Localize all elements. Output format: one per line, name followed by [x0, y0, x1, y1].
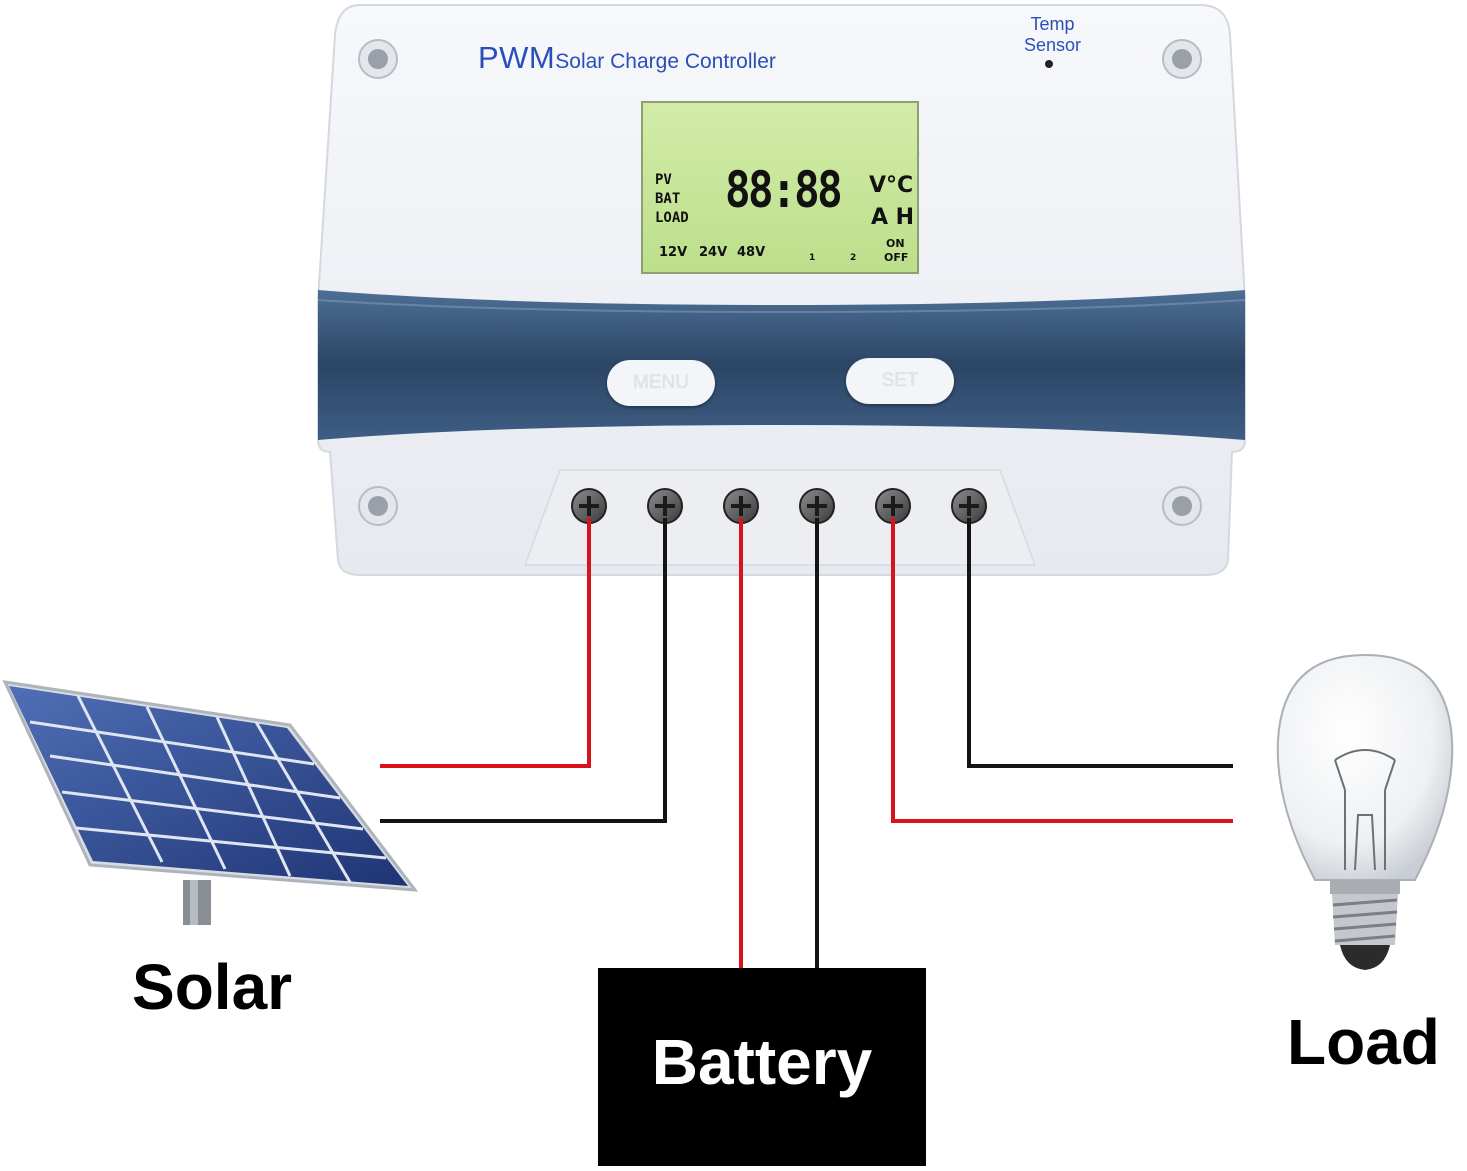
- terminal-screw-battery-positive-icon: [723, 488, 759, 524]
- lcd-on-label: ON: [886, 237, 905, 250]
- wire-solar-positive: [380, 518, 591, 768]
- lcd-voltage-24v: 24V: [699, 245, 728, 260]
- controller-housing: [317, 4, 1246, 576]
- lcd-label-load: LOAD: [655, 210, 689, 226]
- solar-label: Solar: [132, 951, 293, 1023]
- mounting-hole-icon: [358, 39, 398, 79]
- wiring: [380, 518, 1233, 968]
- terminal-screw-pv-negative-icon: [647, 488, 683, 524]
- battery-label: Battery: [651, 1026, 873, 1098]
- lcd-timer-2: 2: [850, 253, 857, 263]
- lcd-voltage-12v: 12V: [659, 245, 688, 260]
- mounting-hole-icon: [1162, 486, 1202, 526]
- temp-sensor-port-icon: [1045, 60, 1053, 68]
- lcd-voltage-48v: 48V: [737, 245, 766, 260]
- lcd-timer-1: 1: [809, 253, 816, 263]
- set-button[interactable]: SET: [846, 358, 954, 404]
- lcd-digits: 88:88: [725, 161, 843, 219]
- lcd-display: PV BAT LOAD 88:88 V°C A H 12V 24V 48V 1 …: [641, 101, 919, 274]
- wire-load-negative: [967, 518, 1233, 768]
- temp-sensor-line2: Sensor: [1023, 35, 1082, 55]
- controller-title: PWMSolar Charge Controller: [478, 40, 776, 76]
- terminal-screw-load-negative-icon: [951, 488, 987, 524]
- load-label: Load: [1287, 1006, 1440, 1078]
- lcd-unit-bottom: A H: [871, 205, 915, 230]
- terminal-screw-load-positive-icon: [875, 488, 911, 524]
- mounting-hole-icon: [358, 486, 398, 526]
- lcd-off-label: OFF: [884, 251, 909, 264]
- temp-sensor-label: Temp Sensor: [1000, 14, 1105, 56]
- lcd-unit-top: V°C: [869, 173, 914, 198]
- terminal-block: [571, 488, 987, 524]
- temp-sensor-line1: Temp: [1030, 14, 1075, 34]
- brand-subtitle: Solar Charge Controller: [555, 50, 776, 73]
- wire-load-positive: [891, 518, 1233, 823]
- battery-box: [598, 968, 926, 1166]
- light-bulb-icon: [1276, 653, 1454, 970]
- solar-panel-icon: [2, 680, 419, 925]
- lcd-label-bat: BAT: [655, 191, 681, 207]
- brand-pwm: PWM: [478, 40, 556, 75]
- wire-solar-negative: [380, 518, 667, 823]
- terminal-screw-battery-negative-icon: [799, 488, 835, 524]
- lcd-label-pv: PV: [655, 172, 672, 188]
- terminal-screw-pv-positive-icon: [571, 488, 607, 524]
- mounting-hole-icon: [1162, 39, 1202, 79]
- menu-button[interactable]: MENU: [607, 360, 715, 406]
